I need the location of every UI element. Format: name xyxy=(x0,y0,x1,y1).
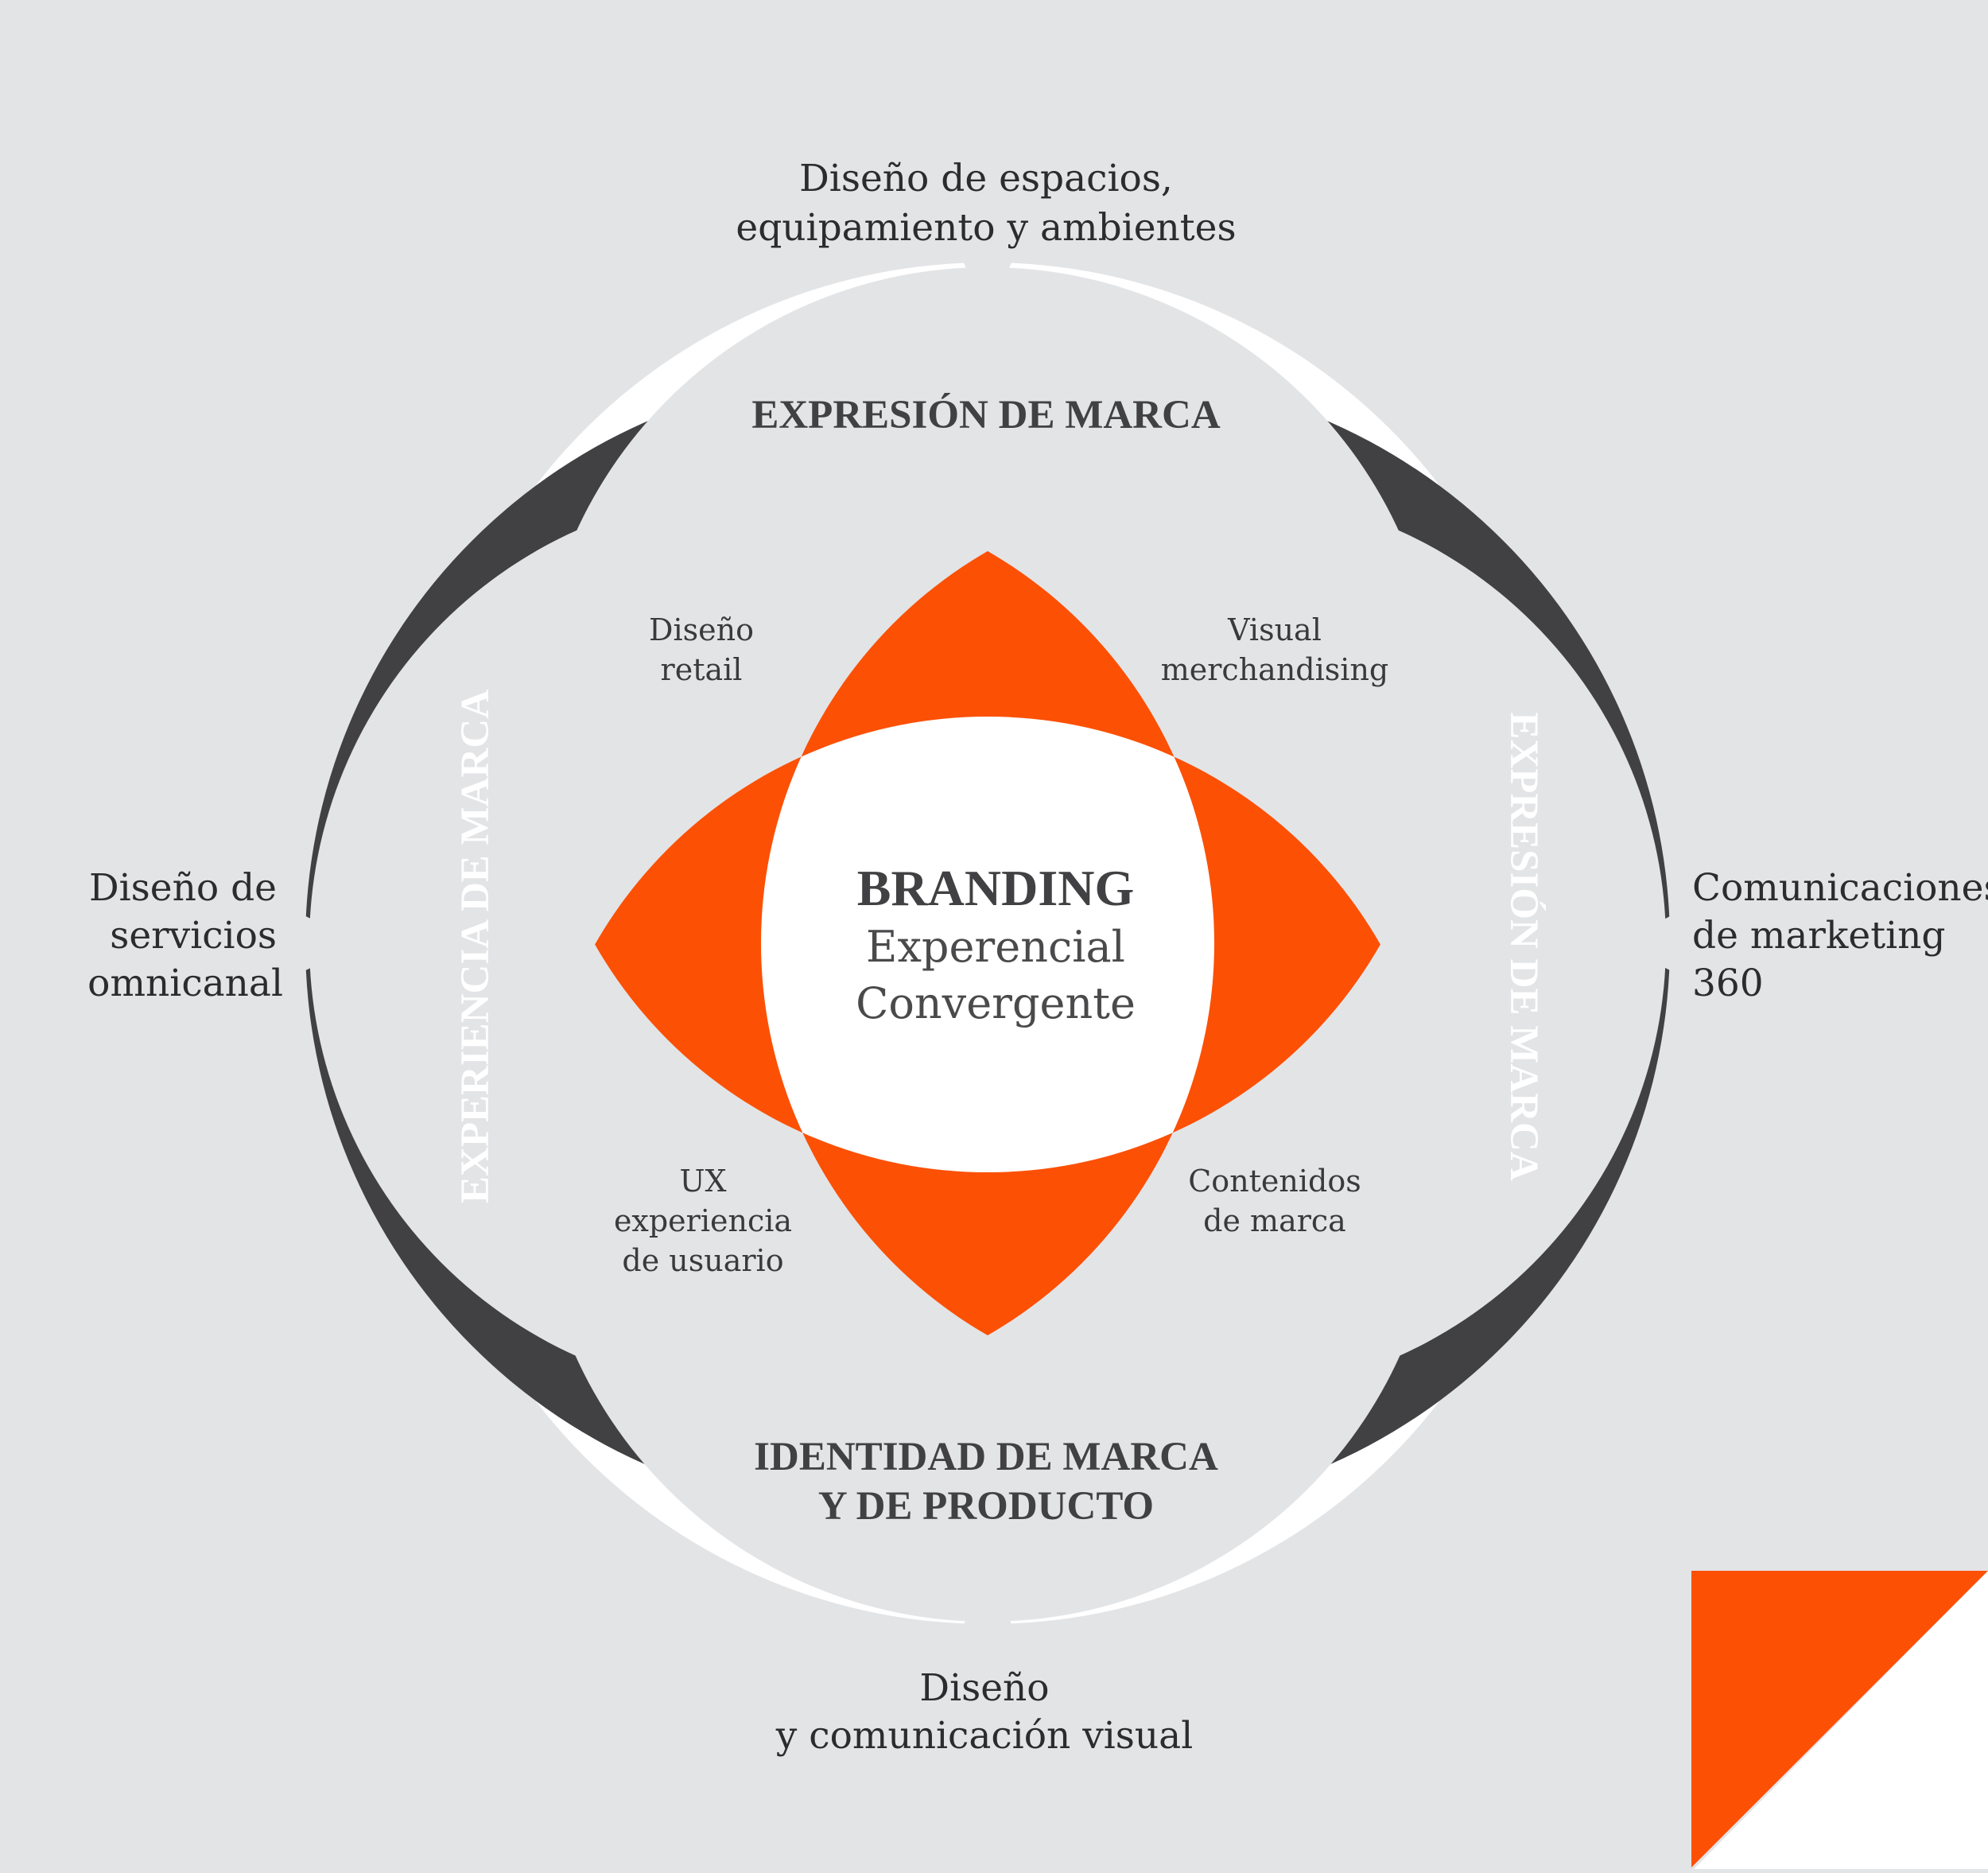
outer-label-left-3: omnicanal xyxy=(87,962,283,1005)
outer-label-top-1: Diseño de espacios, xyxy=(799,157,1173,200)
section-top-heading: EXPRESIÓN DE MARCA xyxy=(751,393,1221,437)
outer-label-top-2: equipamiento y ambientes xyxy=(736,206,1236,250)
center-title: BRANDING xyxy=(857,860,1134,916)
inner-label-bottom-left-1: UX xyxy=(679,1164,726,1199)
inner-label-top-right-1: Visual xyxy=(1227,612,1322,647)
section-bottom-heading-2: Y DE PRODUCTO xyxy=(818,1484,1154,1529)
center-line-2: Convergente xyxy=(856,978,1136,1028)
inner-label-top-left-1: Diseño xyxy=(649,612,754,647)
section-right-heading: EXPRESIÓN DE MARCA xyxy=(1501,712,1546,1181)
outer-label-left-2: servicios xyxy=(110,914,277,958)
outer-label-bottom-1: Diseño xyxy=(919,1666,1049,1710)
center-white-shape xyxy=(761,717,1214,1172)
outer-label-bottom-2: y comunicación visual xyxy=(775,1714,1193,1758)
inner-label-bottom-left-3: de usuario xyxy=(622,1243,783,1278)
inner-label-bottom-left-2: experiencia xyxy=(614,1203,792,1238)
section-left-heading: EXPERIENCIA DE MARCA xyxy=(453,690,498,1203)
center-line-1: Experencial xyxy=(866,922,1125,972)
inner-label-bottom-right-2: de marca xyxy=(1203,1203,1346,1238)
outer-label-left-1: Diseño de xyxy=(89,866,277,910)
outer-label-right-2: de marketing xyxy=(1692,914,1945,958)
inner-label-bottom-right-1: Contenidos xyxy=(1188,1164,1361,1199)
section-bottom-heading-1: IDENTIDAD DE MARCA xyxy=(754,1435,1218,1479)
corner-orange-triangle xyxy=(1691,1571,1988,1867)
inner-label-top-left-2: retail xyxy=(661,652,743,687)
outer-label-right-1: Comunicaciones xyxy=(1692,866,1988,910)
inner-label-top-right-2: merchandising xyxy=(1161,652,1389,687)
corner-white-triangle xyxy=(1694,1571,1988,1869)
outer-label-right-3: 360 xyxy=(1692,962,1764,1005)
